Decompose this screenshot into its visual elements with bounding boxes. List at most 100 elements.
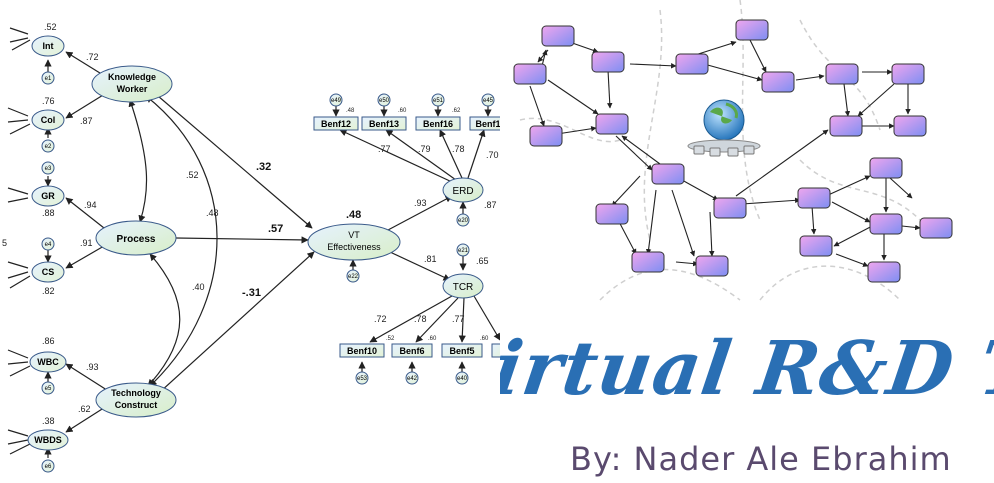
indicator-wbc: WBC <box>29 351 67 373</box>
coef-label: .48 <box>346 108 355 114</box>
team-node <box>513 63 547 85</box>
error-e6: e6 <box>41 459 55 473</box>
coef-label: .76 <box>42 96 55 106</box>
indicator-benf5: Benf5 <box>441 343 483 358</box>
indicator-wbds: WBDS <box>27 429 69 451</box>
latent-technology-construct: Technology Construct <box>95 382 177 418</box>
coef-label: .93 <box>86 362 99 372</box>
coef-label: .88 <box>42 208 55 218</box>
error-e5: e5 <box>41 381 55 395</box>
error-e2: e2 <box>41 139 55 153</box>
error-e42: e42 <box>405 371 419 385</box>
latent-label: Effectiveness <box>327 242 381 252</box>
latent-label: Worker <box>117 84 148 94</box>
svg-text:e6: e6 <box>45 464 52 470</box>
error-e49: e49 <box>329 93 343 107</box>
coef-label: .38 <box>42 416 55 426</box>
coef-label: .48 <box>346 209 361 221</box>
indicator-benf10: Benf10 <box>339 343 385 358</box>
team-node <box>761 71 795 93</box>
svg-text:e5: e5 <box>45 386 52 392</box>
latent-label: Construct <box>115 400 158 410</box>
coef-label: .52 <box>44 22 57 32</box>
latent-knowledge-worker: Knowledge Worker <box>91 65 173 103</box>
svg-text:e3: e3 <box>45 166 52 172</box>
team-node <box>651 163 685 185</box>
latent-label: ERD <box>452 186 473 197</box>
sem-path-diagram: Knowledge Worker Process Technology Cons… <box>2 22 500 473</box>
svg-text:e20: e20 <box>458 218 469 224</box>
latent-label: VT <box>348 230 360 240</box>
error-e1: e1 <box>41 71 55 85</box>
team-node <box>919 217 953 239</box>
team-node <box>713 197 747 219</box>
coef-label: .87 <box>80 116 93 126</box>
coef-label: .52 <box>186 170 199 180</box>
coef-label: .81 <box>424 254 437 264</box>
svg-text:e51: e51 <box>433 98 444 104</box>
banner-title: irtual R&D Team <box>500 326 994 412</box>
svg-text:Benf13: Benf13 <box>369 119 399 129</box>
coef-label: .62 <box>78 404 91 414</box>
svg-text:e50: e50 <box>379 98 390 104</box>
coef-label: -.31 <box>242 287 261 299</box>
svg-text:e4: e4 <box>45 242 52 248</box>
svg-text:e49: e49 <box>331 98 342 104</box>
error-e21: e21 <box>456 243 470 257</box>
coef-label: .91 <box>80 238 93 248</box>
coef-label: .60 <box>398 108 407 114</box>
indicator-cs: CS <box>31 261 65 283</box>
team-node <box>797 187 831 209</box>
latent-erd: ERD <box>442 177 484 203</box>
svg-text:e53: e53 <box>357 376 368 382</box>
coef-label: .48 <box>206 208 219 218</box>
svg-text:Benf5: Benf5 <box>449 346 474 356</box>
coef-label: .40 <box>192 282 205 292</box>
error-e22: e22 <box>346 269 360 283</box>
team-node <box>825 63 859 85</box>
indicator-col: Col <box>31 109 65 131</box>
indicator-gr: GR <box>31 185 65 207</box>
coef-label: .72 <box>374 314 387 324</box>
indicator-benf12: Benf12 <box>313 116 359 131</box>
team-node <box>869 157 903 179</box>
latent-tcr: TCR <box>442 273 484 299</box>
team-node <box>541 25 575 47</box>
indicator-benf13: Benf13 <box>361 116 407 131</box>
svg-text:e40: e40 <box>457 376 468 382</box>
team-node <box>829 115 863 137</box>
latent-label: TCR <box>453 282 474 293</box>
coef-label: .93 <box>414 198 427 208</box>
latent-label: Knowledge <box>108 72 156 82</box>
svg-text:e2: e2 <box>45 144 52 150</box>
error-e4: e4 <box>41 237 55 251</box>
coef-label: .78 <box>414 314 427 324</box>
coef-label: 5 <box>2 238 7 248</box>
coef-label: .57 <box>268 223 283 235</box>
indicator-benf16: Benf16 <box>415 116 461 131</box>
team-node <box>529 125 563 147</box>
indicator-partial <box>491 343 500 358</box>
latent-vt-effectiveness: VT Effectiveness <box>307 223 401 261</box>
coef-label: .82 <box>42 286 55 296</box>
svg-text:e21: e21 <box>458 248 469 254</box>
latent-label: Process <box>117 234 156 245</box>
svg-text:Benf10: Benf10 <box>347 346 377 356</box>
latent-process: Process <box>95 220 177 256</box>
team-node <box>591 51 625 73</box>
error-e40: e40 <box>455 371 469 385</box>
error-e50: e50 <box>377 93 391 107</box>
coef-label: .86 <box>42 336 55 346</box>
coef-label: .65 <box>476 256 489 266</box>
coef-label: .87 <box>484 200 497 210</box>
svg-text:Benf12: Benf12 <box>321 119 351 129</box>
team-node <box>675 53 709 75</box>
svg-text:Int: Int <box>43 41 54 51</box>
svg-text:Benf16: Benf16 <box>423 119 453 129</box>
indicator-benf1: Benf1 <box>469 116 500 131</box>
coef-label: .32 <box>256 161 271 173</box>
svg-text:e45: e45 <box>483 98 494 104</box>
banner-title-area: irtual R&D Team <box>500 322 994 432</box>
coef-label: .60 <box>480 336 489 342</box>
team-node <box>799 235 833 257</box>
